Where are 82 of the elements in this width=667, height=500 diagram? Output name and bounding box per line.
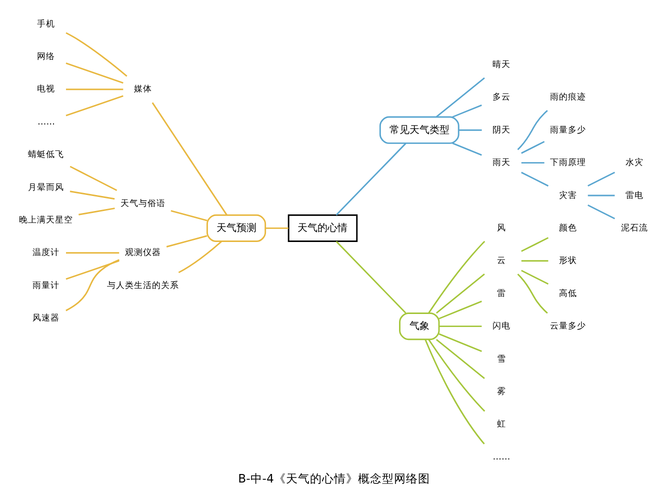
node-box: 天气预测 [206,214,266,242]
connector [65,62,123,84]
node-text: 晚上满天星空 [18,215,73,226]
connector [66,252,119,254]
node-text: 晴天 [492,60,510,70]
node-text: 颜色 [558,223,576,234]
node-text: 风 [496,223,506,234]
connector [265,227,288,229]
node-text: 天气与俗语 [120,198,165,209]
connector [435,338,484,380]
node-text: 多云 [492,92,510,103]
connector [438,326,482,328]
connector [520,270,548,285]
node-text: 雨的痕迹 [549,92,586,103]
node-text: 电视 [36,84,55,95]
node-text: 形状 [558,256,576,266]
node-text: 观测仪器 [124,248,160,258]
connector [65,32,127,77]
connector [452,104,482,118]
connector [178,240,222,274]
node-text: 雨天 [492,158,510,168]
connector [516,110,548,150]
node-text: 雷 [496,288,506,299]
connector [587,172,615,187]
connector [151,102,227,216]
connector [69,190,114,200]
connector [428,339,485,412]
connector [520,260,548,262]
connector [452,142,482,156]
node-text: 温度计 [32,248,60,258]
connector [424,339,484,444]
node-text: 闪电 [492,322,510,332]
node-text: 雾 [496,386,506,397]
connector [438,333,482,352]
node-text: 与人类生活的关系 [106,280,178,291]
connector [520,172,548,187]
node-box: 常见天气类型 [378,116,459,144]
node-text: 媒体 [133,84,152,95]
caption: B-中-4《天气的心情》概念型网络图 [238,471,430,486]
connector [65,259,119,312]
node-text: 雨量计 [32,280,60,291]
connector [335,240,406,314]
node-text: 阴天 [492,125,510,136]
node-text: 云量多少 [549,322,586,332]
connector [520,162,544,164]
connector [438,300,482,320]
node-box: 天气的心情 [287,214,358,242]
connector [170,210,207,222]
connector [66,88,123,90]
node-text: 手机 [36,19,55,30]
node-text: …… [492,452,510,462]
node-text: 云 [496,256,506,266]
connector [69,166,117,192]
connector [435,274,484,314]
node-box: 气象 [398,312,440,340]
node-text: 雨量多少 [549,125,586,136]
connector [587,204,615,220]
node-text: 虹 [496,420,506,430]
node-text: 下雨原理 [549,158,586,168]
connector [78,208,114,216]
node-text: 风速器 [32,314,60,324]
connector [587,194,614,196]
connector [435,77,484,118]
node-text: 灾害 [558,190,576,201]
connector [335,142,406,216]
connector [520,237,548,252]
connector [65,95,123,116]
connector [65,260,119,280]
node-text: 水灾 [624,158,643,168]
connector [516,274,548,314]
node-text: 雪 [496,354,506,364]
node-text: 雷电 [624,190,643,201]
connector [458,129,482,131]
node-text: 蜻蜓低飞 [28,150,64,160]
node-text: 泥石流 [620,223,648,234]
connector [166,235,207,248]
node-text: 月晕而风 [28,182,64,193]
node-text: 网络 [36,52,55,62]
node-text: 高低 [558,288,576,299]
node-text: …… [37,117,54,128]
connector [428,240,485,314]
connector [520,140,544,154]
